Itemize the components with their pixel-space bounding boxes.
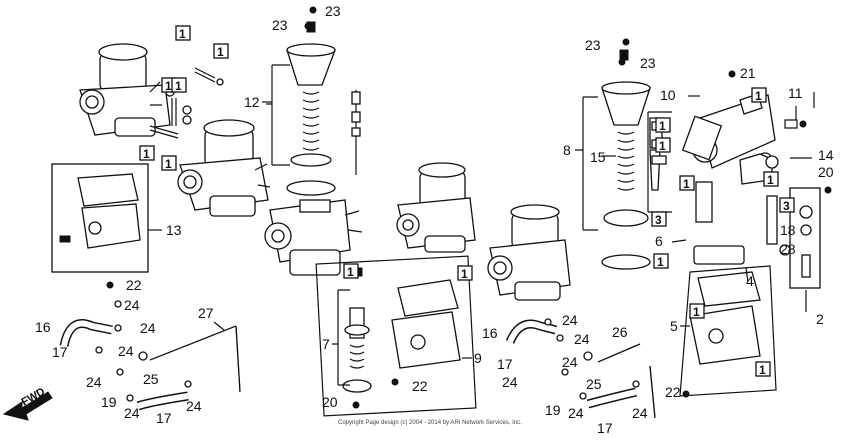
svg-text:1: 1: [683, 177, 690, 191]
ref-23-a: 23: [325, 3, 341, 19]
svg-text:1: 1: [179, 27, 186, 41]
screws-and-washers: [95, 6, 832, 409]
svg-text:1: 1: [767, 173, 774, 187]
ref-19-right: 19: [545, 402, 561, 418]
reference-numbers: 23 23 12 13 22 24 24 16 17 24 24 25 19 2…: [35, 3, 834, 436]
ref-24-j: 24: [502, 374, 518, 390]
ref-17-right-b: 17: [597, 420, 613, 436]
ref-28: 28: [780, 241, 796, 257]
ref-9: 9: [474, 350, 482, 366]
hose-27: [149, 325, 241, 393]
ref-22-right: 22: [665, 384, 681, 400]
carburetor-center-right: [396, 162, 476, 253]
svg-text:1: 1: [657, 255, 664, 269]
svg-text:1: 1: [217, 45, 224, 59]
ref-24-i: 24: [562, 354, 578, 370]
float-bowl-set-9: [342, 267, 461, 393]
frame-group-5: [679, 265, 777, 397]
float-bowl-set-5: [689, 271, 761, 365]
ref-box-callouts: 1 1 1 1 1 1 1 1 1 1 1 1 1 1 1 1 3 3: [139, 25, 795, 377]
svg-text:1: 1: [347, 265, 354, 279]
ref-24-f: 24: [186, 398, 202, 414]
ref-22-center: 22: [412, 378, 428, 394]
ref-17-left-b: 17: [156, 410, 172, 426]
ref-23-c: 23: [585, 37, 601, 53]
ref-15: 15: [590, 149, 606, 165]
leader-lines: [148, 92, 815, 359]
svg-text:1: 1: [659, 119, 666, 133]
float-bowl-set-13: [51, 163, 149, 273]
forward-direction-arrow: FWD: [2, 386, 53, 421]
ref-24-k: 24: [568, 405, 584, 421]
hose-16-left: [59, 319, 113, 348]
ref-25-left: 25: [143, 371, 159, 387]
ref-4: 4: [746, 273, 754, 289]
ref-7: 7: [322, 336, 330, 352]
hose-17-left: [136, 391, 189, 411]
ref-17-right-a: 17: [497, 356, 513, 372]
ref-12: 12: [244, 94, 260, 110]
ref-17-left-a: 17: [52, 344, 68, 360]
svg-text:1: 1: [693, 305, 700, 319]
ref-5: 5: [670, 318, 678, 334]
ref-22-left: 22: [126, 277, 142, 293]
svg-text:1: 1: [755, 89, 762, 103]
ref-8: 8: [563, 142, 571, 158]
ref-16-right: 16: [482, 325, 498, 341]
hose-16-right: [505, 319, 558, 344]
ref-20-left: 20: [322, 394, 338, 410]
top-cap-group-12: [286, 21, 361, 196]
ref-6: 6: [655, 233, 663, 249]
svg-text:1: 1: [759, 363, 766, 377]
ref-26: 26: [612, 324, 628, 340]
ref-14: 14: [818, 147, 834, 163]
bracket-8: [575, 96, 598, 231]
ref-24-h: 24: [574, 331, 590, 347]
bracket-12: [266, 64, 290, 166]
ref-23-b: 23: [272, 17, 288, 33]
ref-24-a: 24: [124, 297, 140, 313]
bracket-7: [332, 289, 350, 386]
ref-2: 2: [816, 311, 824, 327]
svg-text:1: 1: [175, 79, 182, 93]
ref-23-d: 23: [640, 55, 656, 71]
ref-19-left: 19: [101, 394, 117, 410]
ref-24-c: 24: [118, 343, 134, 359]
ref-24-g: 24: [562, 312, 578, 328]
ref-16-left: 16: [35, 319, 51, 335]
ref-24-b: 24: [140, 320, 156, 336]
svg-text:3: 3: [655, 213, 662, 227]
ref-10: 10: [660, 87, 676, 103]
svg-text:1: 1: [165, 79, 172, 93]
ref-20-right: 20: [818, 164, 834, 180]
ref-27: 27: [198, 305, 214, 321]
carburetor-upper-left: [79, 43, 171, 137]
ref-13: 13: [166, 222, 182, 238]
copyright-notice: Copyright Page design (c) 2004 - 2014 by…: [338, 420, 522, 426]
ref-21: 21: [740, 65, 756, 81]
ref-24-l: 24: [632, 405, 648, 421]
ref-24-d: 24: [86, 374, 102, 390]
small-parts-right: [651, 115, 821, 289]
svg-text:3: 3: [783, 199, 790, 213]
ref-25-right: 25: [586, 376, 602, 392]
svg-text:1: 1: [659, 139, 666, 153]
svg-text:1: 1: [165, 157, 172, 171]
svg-text:1: 1: [461, 267, 468, 281]
small-parts-left: [149, 67, 224, 139]
frame-group-9: [315, 255, 477, 417]
ref-24-e: 24: [124, 405, 140, 421]
svg-text:1: 1: [143, 147, 150, 161]
ref-18: 18: [780, 222, 796, 238]
hose-17-right: [586, 387, 638, 409]
hose-26: [597, 343, 656, 419]
ref-11: 11: [788, 85, 803, 101]
carburetor-right: [487, 204, 571, 301]
carburetor-middle-left: [177, 119, 271, 217]
